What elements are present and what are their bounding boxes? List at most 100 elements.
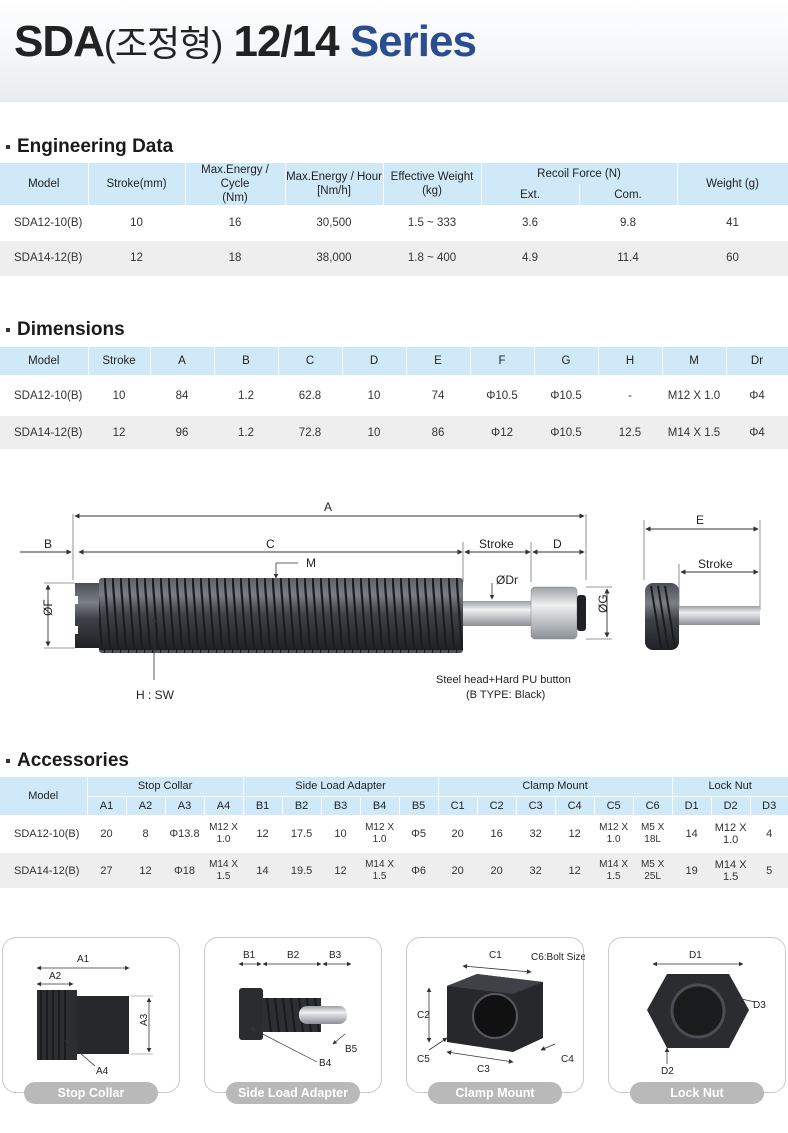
lock-nut-diagram: D1 D3 D2 bbox=[647, 950, 766, 1077]
label-stroke: Stroke bbox=[479, 537, 514, 551]
acc-sub-c1: C1 bbox=[438, 796, 478, 816]
dim-h-a: A bbox=[150, 347, 215, 376]
card-label-clamp-mount: Clamp Mount bbox=[428, 1082, 562, 1104]
clamp-mount-diagram: C1 C6:Bolt Size C2 C3 C4 C5 bbox=[417, 950, 586, 1075]
label-dr: ØDr bbox=[496, 573, 518, 587]
acc-cell: 5 bbox=[750, 853, 788, 888]
pu-button bbox=[577, 595, 586, 631]
acc-cell: 20 bbox=[100, 828, 113, 841]
label-f: ØF bbox=[41, 599, 55, 616]
acc-cell: 19.5 bbox=[282, 853, 322, 888]
dim-h-d: D bbox=[342, 347, 407, 376]
acc-h-side-load: Side Load Adapter bbox=[243, 777, 439, 797]
card-side-load-adapter: B1 B2 B3 B5 B4 bbox=[204, 937, 382, 1093]
acc-cell: Φ5 bbox=[411, 828, 427, 841]
eng-h-recoil: Recoil Force (N) bbox=[481, 163, 678, 185]
svg-text:C5: C5 bbox=[417, 1054, 430, 1065]
eng-h-com: Com. bbox=[579, 184, 678, 207]
eng-h-stroke: Stroke(mm) bbox=[88, 163, 186, 206]
acc-sub-c4: C4 bbox=[555, 796, 595, 816]
acc-cell: 19 bbox=[672, 853, 712, 888]
svg-text:A4: A4 bbox=[96, 1066, 109, 1077]
acc-cell: 20 bbox=[438, 853, 478, 888]
card-stop-collar: A1 A2 A3 A4 bbox=[2, 937, 180, 1093]
dim-h-f: F bbox=[470, 347, 535, 376]
card-label-lock-nut: Lock Nut bbox=[630, 1082, 764, 1104]
acc-sub-b4: B4 bbox=[360, 796, 400, 816]
svg-text:B4: B4 bbox=[319, 1058, 332, 1069]
acc-cell: Φ18 bbox=[165, 853, 204, 888]
acc-h-stop-collar: Stop Collar bbox=[87, 777, 244, 797]
dim-h-dr: Dr bbox=[726, 347, 788, 376]
acc-sub-c6: C6 bbox=[633, 796, 673, 816]
svg-text:D1: D1 bbox=[689, 950, 702, 961]
card-label-side-load-adapter: Side Load Adapter bbox=[226, 1082, 360, 1104]
section-engineering-title: Engineering Data bbox=[6, 136, 173, 158]
acc-cell: 14 bbox=[243, 853, 283, 888]
head-note-line1: Steel head+Hard PU button bbox=[436, 674, 571, 686]
label-b: B bbox=[44, 537, 52, 551]
acc-cell-model: SDA14-12(B) bbox=[0, 853, 87, 888]
eng-h-mec: Max.Energy / Cycle(Nm) bbox=[185, 163, 286, 206]
label-d: D bbox=[553, 537, 562, 551]
acc-cell: Φ13.8 bbox=[169, 828, 200, 841]
svg-text:D2: D2 bbox=[661, 1066, 674, 1077]
threaded-body bbox=[99, 578, 463, 653]
label-e: E bbox=[696, 513, 704, 527]
acc-cell: 12 bbox=[126, 853, 165, 888]
acc-sub-c2: C2 bbox=[477, 796, 517, 816]
acc-cell: M14 X 1.5 bbox=[711, 853, 751, 888]
svg-text:C4: C4 bbox=[561, 1054, 574, 1065]
eng-h-ew: Effective Weight(kg) bbox=[383, 163, 482, 206]
svg-text:A3: A3 bbox=[139, 1013, 150, 1026]
acc-sub-d2: D2 bbox=[711, 796, 751, 816]
acc-cell: 12 bbox=[256, 828, 269, 841]
eng-h-model: Model bbox=[0, 163, 89, 206]
acc-sub-a3: A3 bbox=[165, 796, 205, 816]
acc-sub-a2: A2 bbox=[126, 796, 166, 816]
side-load-adapter-diagram: B1 B2 B3 B5 B4 bbox=[238, 950, 358, 1069]
acc-sub-c3: C3 bbox=[516, 796, 556, 816]
svg-text:B1: B1 bbox=[243, 950, 256, 961]
dim-h-e: E bbox=[406, 347, 471, 376]
acc-cell: 32 bbox=[516, 853, 556, 888]
label-c: C bbox=[266, 537, 275, 551]
acc-cell: 8 bbox=[142, 828, 149, 841]
label-h-sw: H : SW bbox=[136, 688, 175, 702]
acc-sub-d1: D1 bbox=[672, 796, 712, 816]
acc-cell: 10 bbox=[334, 828, 347, 841]
acc-cell: 20 bbox=[451, 828, 464, 841]
acc-cell: Φ6 bbox=[399, 853, 439, 888]
svg-text:A1: A1 bbox=[77, 954, 90, 965]
eng-h-weight: Weight (g) bbox=[677, 163, 788, 206]
acc-cell: 14 bbox=[685, 828, 698, 841]
acc-cell: 20 bbox=[477, 853, 517, 888]
svg-text:C3: C3 bbox=[477, 1064, 490, 1075]
label-g: ØG bbox=[596, 594, 610, 613]
svg-text:D3: D3 bbox=[753, 1000, 766, 1011]
dim-h-b: B bbox=[214, 347, 279, 376]
svg-text:C1: C1 bbox=[489, 950, 502, 961]
acc-cell: 12 bbox=[321, 853, 361, 888]
section-accessories-title: Accessories bbox=[6, 750, 129, 772]
dim-h-model: Model bbox=[0, 347, 89, 376]
acc-cell: 17.5 bbox=[290, 828, 313, 841]
stop-collar-diagram: A1 A2 A3 A4 bbox=[36, 954, 153, 1077]
piston-rod bbox=[463, 601, 533, 626]
dim-h-g: G bbox=[534, 347, 599, 376]
svg-text:C2: C2 bbox=[417, 1010, 430, 1021]
acc-h-lock-nut: Lock Nut bbox=[672, 777, 788, 797]
